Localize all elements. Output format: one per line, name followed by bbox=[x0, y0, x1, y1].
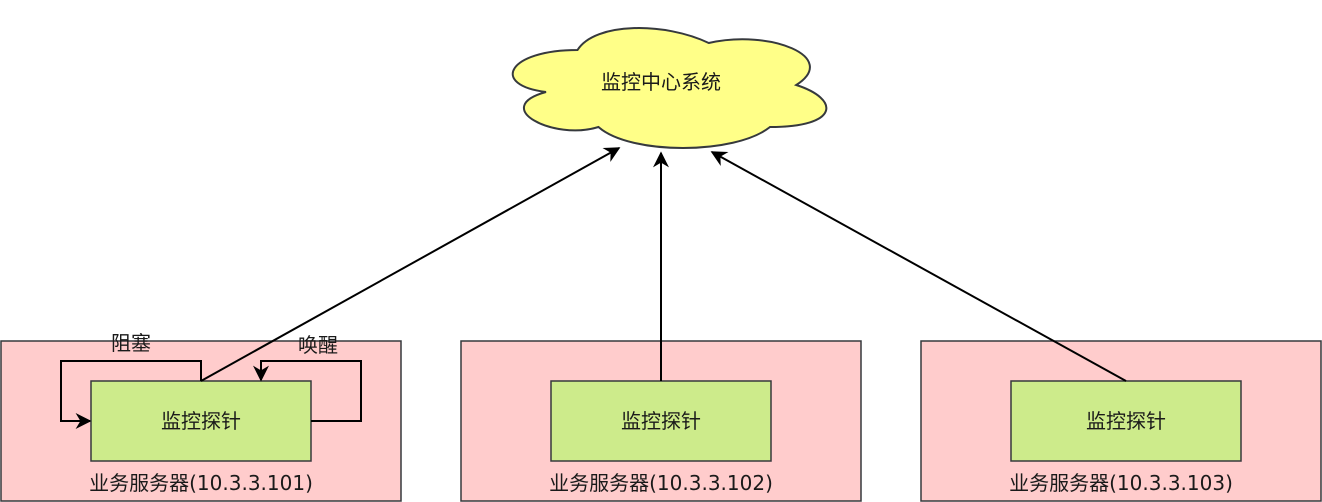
monitoring-center-cloud[interactable]: 监控中心系统 bbox=[513, 28, 827, 148]
probe-box[interactable] bbox=[550, 380, 772, 462]
cloud-shape bbox=[513, 28, 827, 148]
server-label: 业务服务器(10.3.3.103) bbox=[1009, 471, 1233, 495]
center-label: 监控中心系统 bbox=[601, 70, 721, 94]
edge-probe3-to-center bbox=[710, 151, 1127, 382]
probe-label: 监控探针 bbox=[1086, 409, 1166, 433]
server-label: 业务服务器(10.3.3.101) bbox=[89, 471, 313, 495]
block-loop-edge bbox=[60, 360, 202, 429]
block-label: 阻塞 bbox=[111, 331, 151, 355]
wake-label: 唤醒 bbox=[298, 333, 338, 357]
edge-probe1-to-center bbox=[200, 147, 621, 382]
probe-box[interactable] bbox=[1010, 380, 1242, 462]
probe-label: 监控探针 bbox=[161, 409, 241, 433]
probe-label: 监控探针 bbox=[621, 409, 701, 433]
server-2[interactable]: 监控探针 业务服务器(10.3.3.102) bbox=[460, 340, 862, 502]
server-3[interactable]: 监控探针 业务服务器(10.3.3.103) bbox=[920, 340, 1322, 502]
server-label: 业务服务器(10.3.3.102) bbox=[549, 471, 773, 495]
wake-loop-edge bbox=[253, 360, 362, 422]
